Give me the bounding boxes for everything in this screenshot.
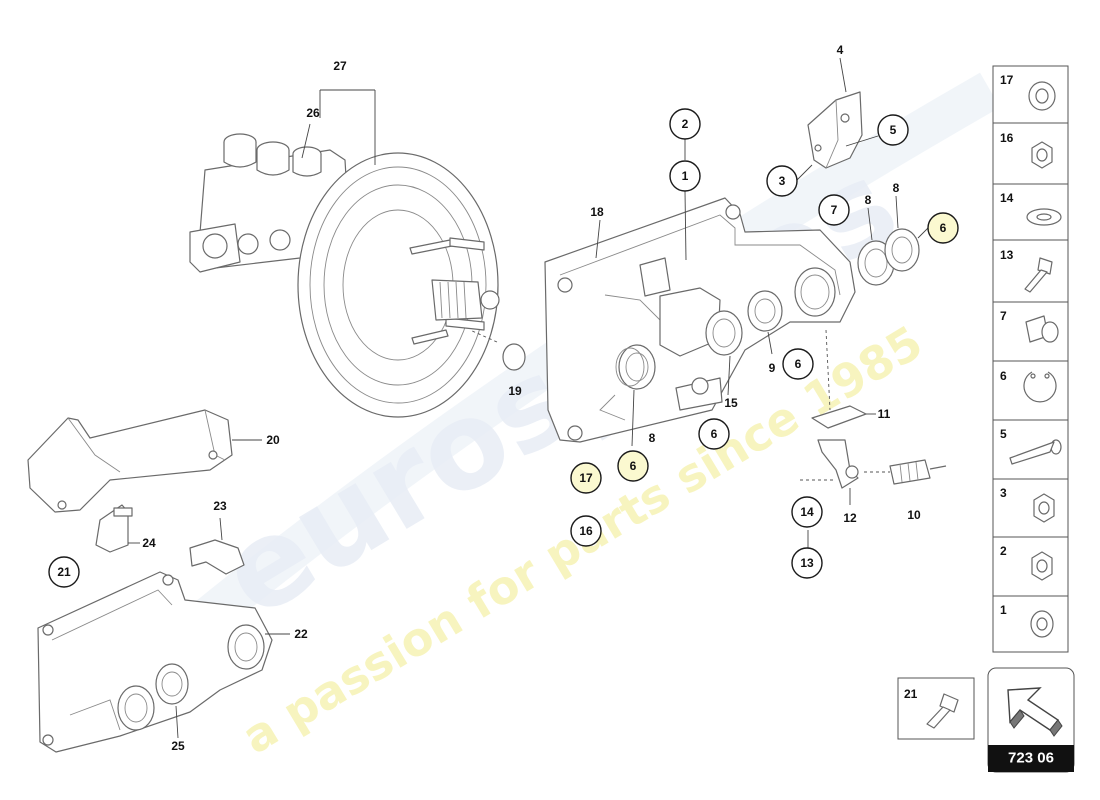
- callout-21[interactable]: 21: [48, 556, 80, 588]
- lower-bracket-part-22: [37, 571, 290, 753]
- legend-number: 5: [1000, 427, 1007, 441]
- legend-number: 17: [1000, 73, 1014, 87]
- callout-16-label: 16: [579, 524, 593, 538]
- bearings: [615, 228, 920, 390]
- part-labels: 27 26 4 18 8 8 8 9 15 19 11 10 12 20 23 …: [142, 43, 921, 753]
- label-8-top-right: 8: [893, 181, 900, 195]
- label-15: 15: [724, 396, 738, 410]
- legend-number: 1: [1000, 603, 1007, 617]
- callout-14-label: 14: [800, 505, 814, 519]
- legend-number: 6: [1000, 369, 1007, 383]
- callout-2[interactable]: 2: [669, 108, 701, 140]
- callout-1-label: 1: [682, 169, 689, 183]
- callout-14[interactable]: 14: [791, 496, 823, 528]
- washer-icon: [1028, 81, 1056, 111]
- callout-6-label: 6: [940, 221, 947, 235]
- screw-icon: [1009, 439, 1062, 465]
- inset-part-21[interactable]: 21: [897, 677, 975, 740]
- nut-icon: [1031, 551, 1053, 581]
- label-27: 27: [333, 59, 347, 73]
- label-26: 26: [306, 106, 320, 120]
- callout-6-label: 6: [795, 357, 802, 371]
- label-8-lower: 8: [649, 431, 656, 445]
- callout-6-bearing-left[interactable]: 6: [617, 450, 649, 482]
- nut-icon: [1031, 141, 1053, 169]
- legend-number: 16: [1000, 131, 1014, 145]
- label-9: 9: [769, 361, 776, 375]
- label-20: 20: [266, 433, 280, 447]
- callout-7[interactable]: 7: [818, 194, 850, 226]
- label-12: 12: [843, 511, 857, 525]
- legend-number: 7: [1000, 309, 1007, 323]
- callout-3-label: 3: [779, 174, 786, 188]
- label-4: 4: [837, 43, 844, 57]
- hex-nut-icon: [1033, 493, 1055, 523]
- callout-6-bearing-right[interactable]: 6: [927, 212, 959, 244]
- callout-2-label: 2: [682, 117, 689, 131]
- legend-number: 14: [1000, 191, 1014, 205]
- label-11: 11: [878, 407, 891, 421]
- callouts: 2 1 5 3 7 6 6 6: [48, 108, 959, 588]
- callout-17-label: 17: [579, 471, 593, 485]
- switch-assembly: [800, 329, 947, 489]
- leader-lines: [595, 135, 929, 548]
- label-23: 23: [213, 499, 227, 513]
- bracket-part-23: [189, 517, 245, 575]
- direction-arrow-icon: [1007, 687, 1063, 737]
- legend-row-16[interactable]: 16: [992, 122, 1069, 185]
- bolt-icon: [926, 693, 959, 729]
- label-19: 19: [508, 384, 522, 398]
- legend-row-2[interactable]: 2: [992, 536, 1069, 597]
- callout-16[interactable]: 16: [570, 515, 602, 547]
- shield-part-20: [27, 409, 262, 513]
- bolt-icon: [1024, 257, 1053, 293]
- grommet-part: [469, 329, 526, 371]
- callout-6-bracket-right[interactable]: 6: [782, 348, 814, 380]
- legend-row-14[interactable]: 14: [992, 183, 1069, 241]
- legend-number: 3: [1000, 486, 1007, 500]
- callout-6-label: 6: [630, 459, 637, 473]
- legend-number: 13: [1000, 248, 1014, 262]
- label-10: 10: [907, 508, 921, 522]
- diagram-code: 723 06: [1008, 750, 1054, 767]
- legend-row-1[interactable]: 1: [992, 595, 1069, 653]
- callout-3[interactable]: 3: [766, 165, 798, 197]
- brake-booster-assembly: [189, 89, 500, 418]
- bump-stop-icon: [1025, 315, 1059, 343]
- circlip-icon: [1023, 371, 1057, 403]
- inset-number: 21: [904, 687, 918, 701]
- label-25: 25: [171, 739, 185, 753]
- label-8-top-left: 8: [865, 193, 872, 207]
- label-22: 22: [294, 627, 308, 641]
- legend-row-17[interactable]: 17: [992, 65, 1069, 124]
- bracket-part-4: [807, 57, 863, 169]
- legend-row-7[interactable]: 7: [992, 301, 1069, 362]
- callout-13-label: 13: [800, 556, 814, 570]
- flat-washer-icon: [1026, 208, 1062, 226]
- legend-row-3[interactable]: 3: [992, 478, 1069, 538]
- callout-21-label: 21: [57, 565, 71, 579]
- label-24: 24: [142, 536, 156, 550]
- parts-legend: 17 16 14 13: [992, 65, 1069, 653]
- callout-6-bracket-lower[interactable]: 6: [698, 418, 730, 450]
- bracket-part-24: [95, 504, 140, 553]
- legend-row-6[interactable]: 6: [992, 360, 1069, 421]
- callout-6-label: 6: [711, 427, 718, 441]
- label-18: 18: [590, 205, 604, 219]
- washer-icon: [1030, 610, 1054, 638]
- callout-1[interactable]: 1: [669, 160, 701, 192]
- callout-17[interactable]: 17: [570, 462, 602, 494]
- diagram-code-badge: 723 06: [987, 667, 1075, 773]
- legend-row-5[interactable]: 5: [992, 419, 1069, 480]
- legend-number: 2: [1000, 544, 1007, 558]
- callout-13[interactable]: 13: [791, 547, 823, 579]
- callout-7-label: 7: [831, 203, 838, 217]
- legend-row-13[interactable]: 13: [992, 239, 1069, 303]
- callout-5[interactable]: 5: [877, 114, 909, 146]
- callout-5-label: 5: [890, 123, 897, 137]
